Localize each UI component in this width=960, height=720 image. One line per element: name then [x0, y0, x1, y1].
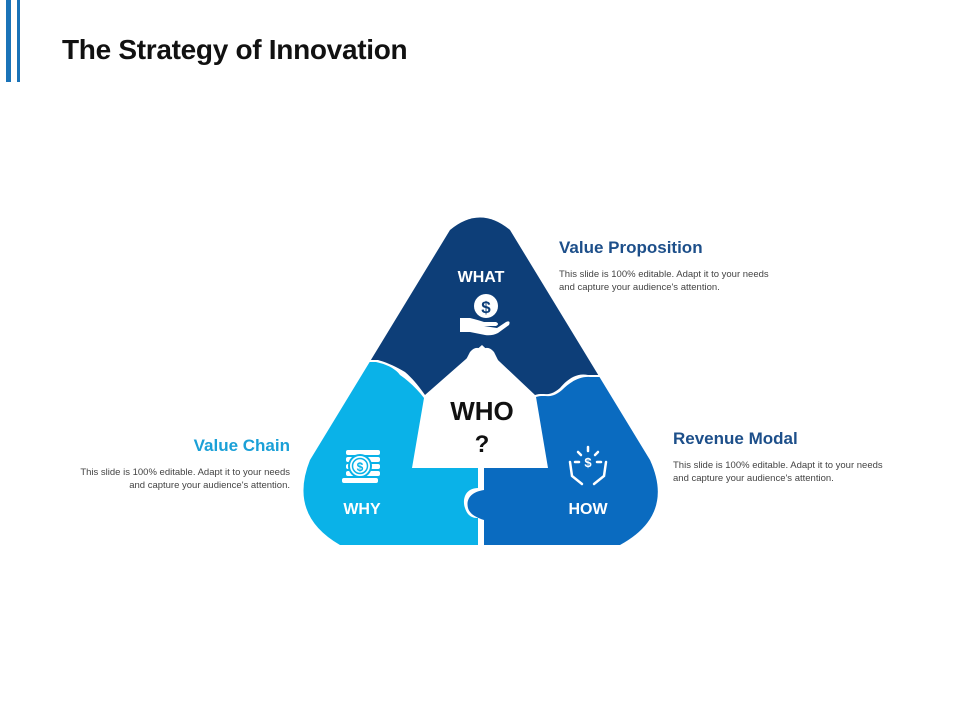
svg-text:$: $ [584, 455, 592, 470]
center-triangle [415, 347, 546, 466]
hands-dollar-icon: $ [568, 445, 608, 486]
value-chain-text: This slide is 100% editable. Adapt it to… [80, 467, 290, 491]
how-label: HOW [568, 501, 608, 518]
revenue-modal-heading: Revenue Modal [673, 429, 798, 448]
center-question: ? [475, 431, 490, 458]
page-title: The Strategy of Innovation [62, 34, 408, 65]
accent-bar-thick [6, 0, 11, 82]
value-chain-block: Value Chain This slide is 100% editable.… [65, 436, 290, 492]
revenue-modal-block: Revenue Modal This slide is 100% editabl… [673, 429, 898, 485]
svg-text:$: $ [481, 298, 491, 317]
money-stack-icon: $ [342, 450, 380, 483]
accent-bar-thin [17, 0, 20, 82]
why-piece [303, 362, 478, 545]
value-proposition-block: Value Proposition This slide is 100% edi… [559, 238, 784, 294]
svg-text:$: $ [357, 460, 364, 474]
value-proposition-heading: Value Proposition [559, 238, 703, 257]
why-label: WHY [343, 501, 381, 518]
value-proposition-text: This slide is 100% editable. Adapt it to… [559, 269, 769, 293]
what-label: WHAT [458, 269, 505, 286]
revenue-modal-text: This slide is 100% editable. Adapt it to… [673, 460, 883, 484]
center-who: WHO [450, 396, 514, 426]
hand-coin-icon: $ [460, 294, 510, 336]
how-piece [467, 376, 658, 545]
value-chain-heading: Value Chain [193, 436, 290, 455]
